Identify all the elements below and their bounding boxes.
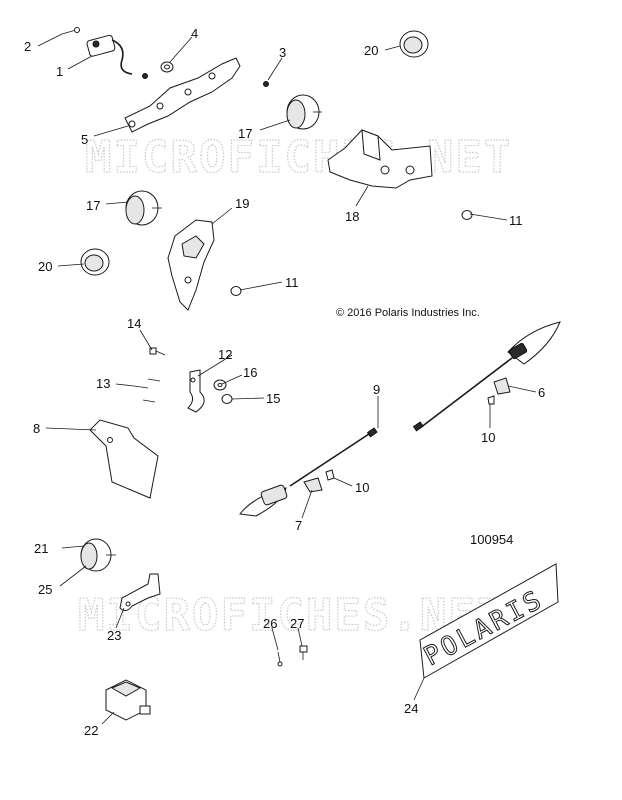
callout-19: 19 [235,196,249,211]
callout-7: 7 [295,518,302,533]
callout-10-right: 10 [481,430,495,445]
callout-11-right: 11 [509,213,523,228]
part-10-screw-left [325,469,335,481]
callout-18: 18 [345,209,359,224]
part-14-bolt [149,347,166,356]
callout-2: 2 [24,39,31,54]
part-21-horn-bottom [80,538,116,572]
watermark-top: MICROFICHES.NET [85,132,512,183]
part-5-bracket [124,57,241,133]
callout-16: 16 [243,365,257,380]
callout-23: 23 [107,628,121,643]
part-10-screw-right [487,395,495,405]
callout-1: 1 [56,64,63,79]
callout-20-top: 20 [364,43,378,58]
part-16-washer [213,379,227,391]
callout-20-left: 20 [38,259,52,274]
callout-6: 6 [538,385,545,400]
part-9-signal-left [239,427,378,517]
callout-5: 5 [81,132,88,147]
part-26-screw [277,651,283,667]
part-11-nut-left [230,286,242,296]
callout-4: 4 [191,26,198,41]
callout-3: 3 [279,45,286,60]
leader-lines [37,33,537,725]
callout-labels: 2 1 4 3 5 20 17 18 11 17 19 20 11 © 2016… [24,26,545,738]
part-11-nut-right [461,210,473,220]
part-23-bracket [119,573,161,612]
callout-8: 8 [33,421,40,436]
part-2-screw [61,27,80,35]
part-13-screws [133,378,161,403]
callout-10-left: 10 [355,480,369,495]
part-15-nut [221,394,233,404]
part-9-signal-right [412,321,561,432]
callout-13: 13 [96,376,110,391]
callout-15: 15 [266,391,280,406]
callout-9: 9 [373,382,380,397]
part-3-nut [263,81,269,87]
part-4-washer [160,61,174,73]
part-12-clip [187,369,205,413]
part-20-cap-left [80,248,110,276]
figure-number: 100954 [470,532,513,547]
callout-17-left: 17 [86,198,100,213]
callout-14: 14 [127,316,141,331]
part-19-bracket [167,219,215,311]
copyright-notice: © 2016 Polaris Industries Inc. [336,307,480,319]
callout-27: 27 [290,616,304,631]
callout-21: 21 [34,541,48,556]
part-20-cap-top [399,30,429,58]
callout-12: 12 [218,347,232,362]
callout-22: 22 [84,723,98,738]
callout-11-left: 11 [285,275,299,290]
part-17-horn-top [286,94,322,130]
part-7-connector [303,477,323,493]
part-22-switch [105,679,151,721]
callout-24: 24 [404,701,418,716]
part-17-horn-left [125,190,162,226]
callout-25: 25 [38,582,52,597]
part-6-connector [493,377,511,395]
part-27-screw [299,645,308,660]
callout-26: 26 [263,616,277,631]
part-1-switch [86,34,133,75]
part-18-bracket [327,129,433,189]
part-8-plate [89,419,159,499]
callout-17-top: 17 [238,126,252,141]
